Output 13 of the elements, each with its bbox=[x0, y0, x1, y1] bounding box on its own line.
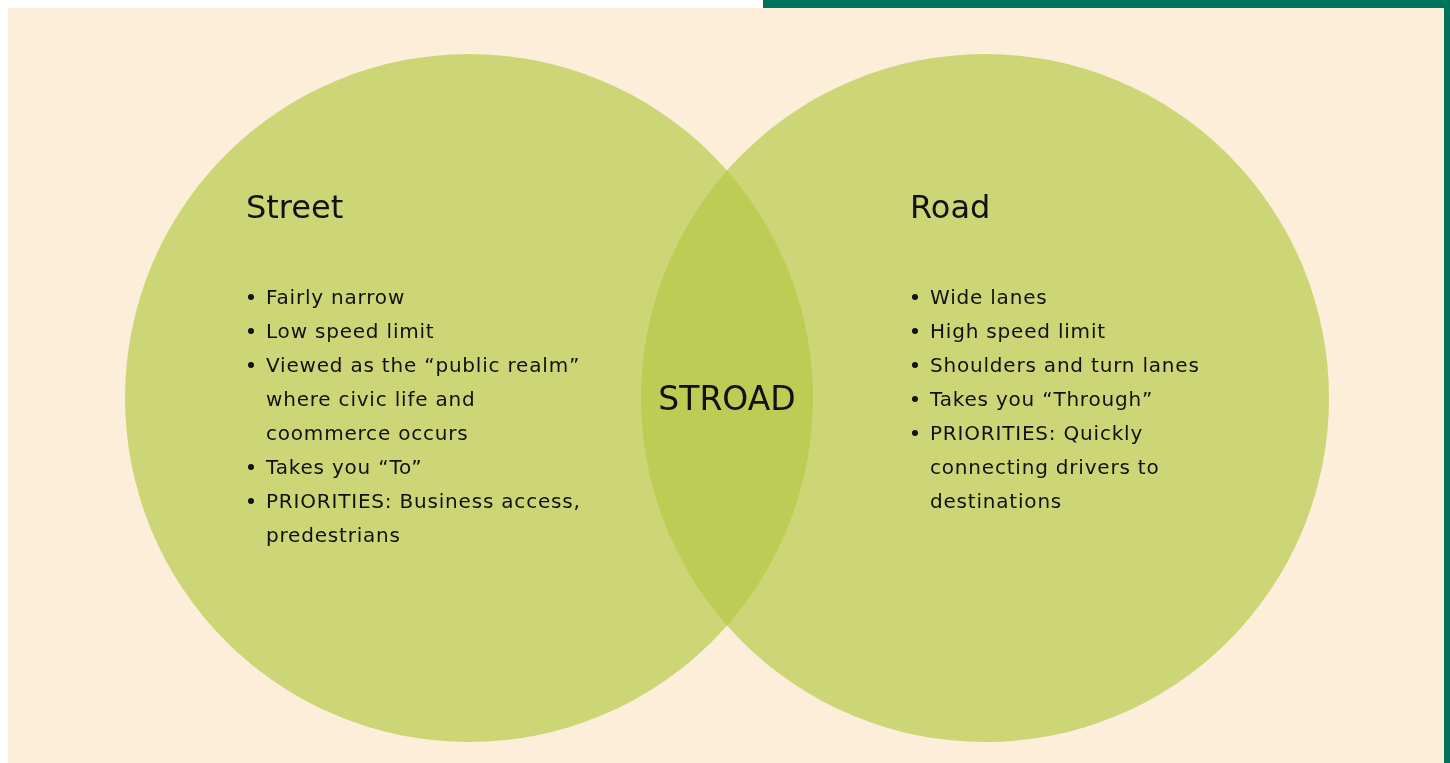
circle-heading: Street bbox=[246, 188, 344, 226]
bullet-text: Viewed as the “public realm” where civic life and coommerce occurs bbox=[266, 353, 581, 445]
circle-heading: Road bbox=[910, 188, 991, 226]
bullet-text: Low speed limit bbox=[266, 319, 435, 343]
bullet-text: Wide lanes bbox=[930, 285, 1048, 309]
bullet-text: High speed limit bbox=[930, 319, 1106, 343]
bullet-text: Shoulders and turn lanes bbox=[930, 353, 1200, 377]
overlap-label: STROAD bbox=[658, 378, 796, 418]
bullet-text: Takes you “To” bbox=[266, 455, 423, 479]
bullet-text: PRIORITIES: Business access, predestrians bbox=[266, 489, 581, 547]
bullet-text: Takes you “Through” bbox=[930, 387, 1154, 411]
bullet-text: Fairly narrow bbox=[266, 285, 406, 309]
bullet-text: PRIORITIES: Quickly connecting drivers to destinations bbox=[930, 421, 1160, 513]
